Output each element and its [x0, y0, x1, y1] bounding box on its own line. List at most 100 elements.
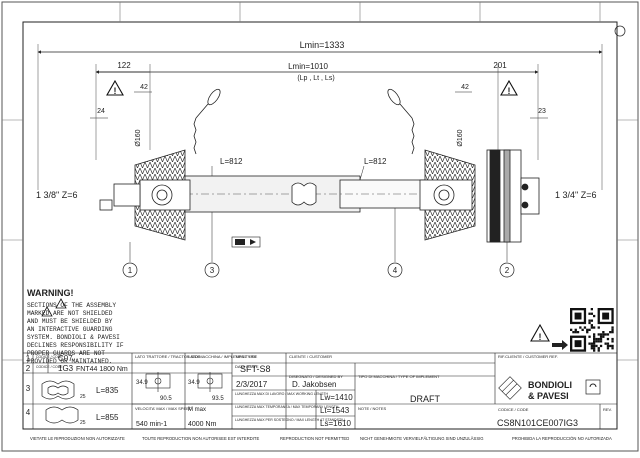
- warning-line: DECLINES RESPONSIBILITY IF: [27, 342, 124, 349]
- svg-text:!: !: [539, 332, 542, 342]
- total-length-label: Lmin=1333: [300, 40, 345, 50]
- callout-group: 1 3 4 2: [122, 208, 515, 278]
- callout-2-label: 2: [505, 266, 510, 275]
- zone-ticks: [2, 2, 638, 361]
- cross-right-drawing: [197, 372, 223, 392]
- cross-right-dim-b: 93.5: [212, 396, 224, 402]
- cross-dims: 34.9 90.5 34.9 93.5: [136, 380, 224, 402]
- callout-1-label: 1: [128, 266, 133, 275]
- cross-left-dim-b: 90.5: [160, 396, 172, 402]
- guard-left-length: L=812: [220, 157, 243, 166]
- warning-line: AND MUST BE SHIELDED BY: [27, 318, 113, 325]
- row-3-value: L=835: [96, 386, 119, 395]
- warning-triangle-right: !: [500, 79, 518, 96]
- right-overhang-label: 201: [493, 61, 507, 70]
- drawing-status: DRAFT: [410, 394, 440, 404]
- warning-line: MARKED ARE NOT SHIELDED: [27, 310, 113, 317]
- designer-label: DISEGNATO / DESIGNED BY: [289, 374, 343, 379]
- right-yoke: [419, 179, 473, 211]
- row-1-number: 1: [26, 354, 31, 363]
- inner-length-label: Lmin=1010: [288, 62, 328, 71]
- title-block: [22, 352, 618, 430]
- tractor-side-label: LATO TRATTORE / TRACTOR SIDE: [135, 354, 201, 359]
- profile-section-window: [291, 182, 317, 206]
- row-2-label: CODICE / CODE: [36, 365, 63, 369]
- customer-label: CLIENTE / CUSTOMER: [289, 354, 332, 359]
- left-spline-spec: 1 3/8" Z=6: [36, 190, 77, 200]
- callout-4-label: 4: [393, 266, 398, 275]
- safety-chain-right: [387, 88, 415, 155]
- right-23-label: 23: [538, 108, 546, 115]
- row-2-value: 1G3: [58, 364, 74, 373]
- extension-lines: [37, 44, 603, 190]
- qr-code: [570, 308, 614, 352]
- left-yoke: [99, 179, 191, 211]
- machine-type-label: TIPO DI MACCHINA / TYPE OF IMPLEMENT: [358, 374, 440, 379]
- right-42-label: 42: [461, 84, 469, 91]
- callout-2: [499, 262, 515, 278]
- guard-right-length: L=812: [364, 157, 387, 166]
- cross-left-dim-a: 34.9: [136, 380, 148, 386]
- left-diameter-label: Ø160: [135, 129, 142, 146]
- safety-chain-left: [193, 88, 221, 155]
- code-cell: CODICE / CODE CS8N101CE007IG3 REV.: [497, 407, 612, 428]
- type-value: SFT-S8: [240, 364, 271, 374]
- date-value: 2/3/2017: [236, 380, 268, 389]
- callout-3: [204, 262, 220, 278]
- date-label: DATA / DATE: [235, 364, 259, 369]
- row-3-number: 3: [26, 384, 31, 393]
- row-4-value: L=855: [96, 413, 119, 422]
- row-1-value: C07: [58, 354, 73, 363]
- warning-line: PROVIDED OR MAINTAINED.: [27, 358, 112, 365]
- callout-4: [387, 262, 403, 278]
- brand-line-1: BONDIOLI: [528, 380, 572, 390]
- title-meta: TIPO-TYPE SFT-S8 CLIENTE / CUSTOMER RIF.…: [235, 354, 558, 411]
- standstill-length-label: LUNGHEZZA MAX PER SOSTEGNO / MAX LENGTH …: [235, 418, 346, 422]
- warning-line: SYSTEM. BONDIOLI & PAVESI: [27, 334, 120, 341]
- notes-label: NOTE / NOTES: [358, 406, 387, 411]
- warning-triangle-left: !: [106, 79, 124, 96]
- left-overhang-label: 122: [117, 61, 131, 70]
- svg-text:!: !: [114, 86, 117, 96]
- temporary-length-value: Lt=1543: [320, 406, 350, 415]
- row-4-extra: 25: [80, 420, 86, 426]
- drawing-code: CS8N101CE007IG3: [497, 418, 578, 428]
- working-length-value: Lw=1410: [320, 393, 353, 402]
- warning-title: WARNING!: [27, 288, 74, 298]
- warning-line: PROPER GUARDS ARE NOT: [27, 350, 105, 357]
- right-spline-spec: 1 3/4" Z=6: [555, 190, 596, 200]
- warning-text: SECTIONS OF THE ASSEMBLY MARKED ARE NOT …: [27, 302, 124, 365]
- left-24-label: 24: [97, 108, 105, 115]
- warning-inline-icon: [41, 298, 67, 317]
- row-2-number: 2: [26, 364, 31, 373]
- row-3-extra: 25: [80, 394, 86, 400]
- warning-line: SECTIONS OF THE ASSEMBLY: [27, 302, 116, 309]
- torque-label: M max: [188, 407, 206, 413]
- footer-en: REPRODUCTION NOT PERMITTED: [280, 436, 349, 441]
- footer-de: NICHT GENEHMIGTE VERVIELFÄLTIGUNG SIND U…: [360, 436, 484, 441]
- footer-notices: VIETATE LE RIPRODUZIONI NON AUTORIZZATE …: [30, 436, 612, 441]
- working-length-label: LUNGHEZZA MAX DI LAVORO / MAX WORKING LE…: [235, 392, 329, 396]
- revision-label: REV.: [603, 407, 612, 412]
- max-speed-value: 540 min-1: [136, 421, 167, 428]
- row-4-number: 4: [26, 408, 31, 417]
- callout-3-label: 3: [210, 266, 215, 275]
- temporary-length-label: LUNGHEZZA MAX TEMPORANEA / MAX TEMPORARY…: [235, 405, 339, 409]
- brand-logo: BONDIOLI & PAVESI: [498, 376, 601, 401]
- cross-right-dim-a: 34.9: [188, 380, 200, 386]
- speed-torque: VELOCITA' MAX / MAX SPEED M max 540 min-…: [135, 406, 217, 428]
- footer-fr: TOUTE REPRODUCTION NON AUTORISEE EST INT…: [142, 436, 259, 441]
- guard-right-leader: [359, 165, 365, 181]
- svg-text:!: !: [508, 86, 511, 96]
- rotation-label-plate: [231, 236, 261, 248]
- max-torque-value: 4000 Nm: [188, 421, 217, 428]
- type-label: TIPO-TYPE: [235, 354, 256, 359]
- footer-es: PROHIBIDA LA REPRODUCCIÓN NO AUTORIZADA: [512, 436, 612, 441]
- title-block-rows: 1 CODICE / CODE C07 2 CODICE / CODE 1G3 …: [26, 354, 128, 426]
- designer-value: D. Jakobsen: [292, 380, 336, 389]
- callout-1: [122, 262, 138, 278]
- warning-triangle-bottom: !: [530, 323, 568, 350]
- sheet-corner-mark: [614, 25, 626, 37]
